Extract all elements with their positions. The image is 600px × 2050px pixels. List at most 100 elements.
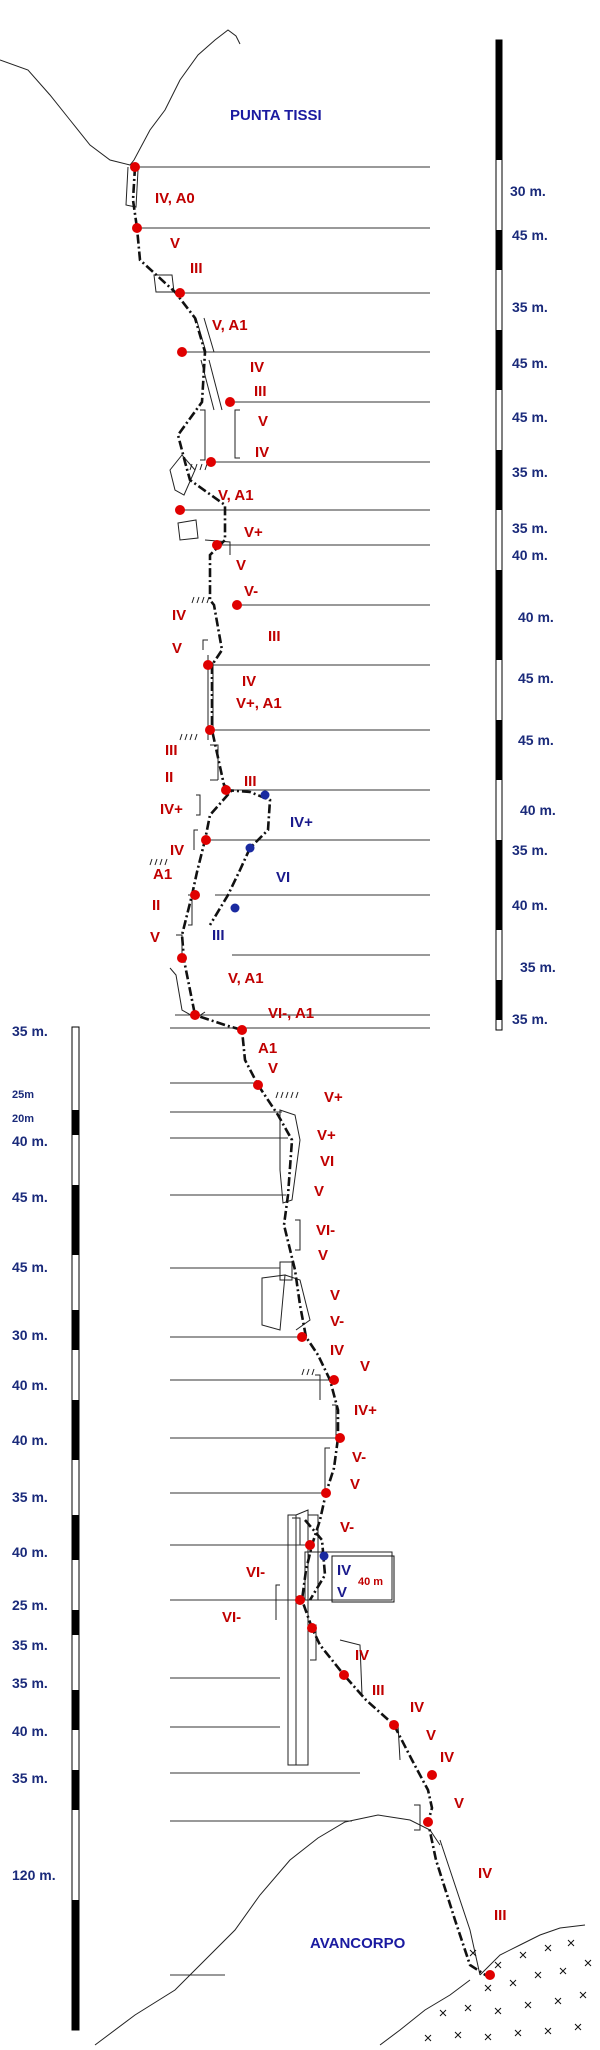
svg-text:IV+: IV+ <box>290 814 313 831</box>
svg-text:45 m.: 45 m. <box>518 670 554 686</box>
svg-text:V: V <box>318 1247 328 1264</box>
svg-text:III: III <box>244 773 257 790</box>
svg-text:35 m.: 35 m. <box>512 520 548 536</box>
svg-text:35 m.: 35 m. <box>12 1023 48 1039</box>
svg-text:V, A1: V, A1 <box>212 317 248 334</box>
svg-text:VI-, A1: VI-, A1 <box>268 1005 314 1022</box>
svg-text:35 m.: 35 m. <box>512 464 548 480</box>
svg-text:V-: V- <box>352 1449 366 1466</box>
svg-text:30 m.: 30 m. <box>510 183 546 199</box>
svg-text:40 m.: 40 m. <box>12 1544 48 1560</box>
svg-text:III: III <box>372 1682 385 1699</box>
svg-text:V+, A1: V+, A1 <box>236 695 282 712</box>
svg-text:120 m.: 120 m. <box>12 1867 56 1883</box>
svg-text:III: III <box>212 927 225 944</box>
svg-text:IV: IV <box>337 1562 351 1579</box>
svg-text:V, A1: V, A1 <box>228 970 264 987</box>
svg-text:VI: VI <box>320 1153 334 1170</box>
peak-name-top: PUNTA TISSI <box>230 107 322 124</box>
svg-text:35 m.: 35 m. <box>512 1011 548 1027</box>
main-route-line <box>131 166 491 1980</box>
rock-features-lower <box>261 1109 481 1976</box>
variant-box-length: 40 m <box>358 1576 383 1588</box>
overhang-symbols <box>149 463 315 1376</box>
svg-text:IV, A0: IV, A0 <box>155 190 195 207</box>
svg-text:V: V <box>454 1795 464 1812</box>
grades-upper: IV, A0 V III V, A1 IV III V IV V, A1 V+ … <box>150 190 314 1022</box>
svg-text:45 m.: 45 m. <box>12 1189 48 1205</box>
svg-text:40 m.: 40 m. <box>512 547 548 563</box>
scree-field <box>424 1939 592 2042</box>
svg-text:V: V <box>236 557 246 574</box>
svg-text:35 m.: 35 m. <box>520 959 556 975</box>
variant-route-upper <box>208 788 272 926</box>
svg-text:45 m.: 45 m. <box>12 1259 48 1275</box>
svg-text:IV: IV <box>440 1749 454 1766</box>
svg-text:35 m.: 35 m. <box>12 1637 48 1653</box>
svg-text:45 m.: 45 m. <box>512 227 548 243</box>
grades-lower: A1 V V+ V+ VI V VI- V V V- IV V IV+ V- V… <box>222 1040 507 1924</box>
svg-text:V: V <box>337 1584 347 1601</box>
svg-text:35 m.: 35 m. <box>512 842 548 858</box>
pitch-lines <box>132 166 430 1976</box>
svg-text:25m: 25m <box>12 1089 34 1101</box>
svg-text:VI-: VI- <box>246 1564 265 1581</box>
svg-text:V: V <box>170 235 180 252</box>
svg-text:IV: IV <box>255 444 269 461</box>
svg-text:40 m.: 40 m. <box>12 1133 48 1149</box>
svg-text:III: III <box>254 383 267 400</box>
svg-text:V: V <box>330 1287 340 1304</box>
svg-text:35 m.: 35 m. <box>12 1489 48 1505</box>
svg-text:30 m.: 30 m. <box>12 1327 48 1343</box>
svg-text:VI-: VI- <box>316 1222 335 1239</box>
avancorpo-outline <box>94 1814 586 2046</box>
svg-text:V-: V- <box>340 1519 354 1536</box>
svg-text:V: V <box>314 1183 324 1200</box>
svg-text:IV: IV <box>172 607 186 624</box>
svg-text:IV: IV <box>330 1342 344 1359</box>
svg-text:45 m.: 45 m. <box>512 409 548 425</box>
svg-text:II: II <box>165 769 173 786</box>
svg-text:40 m.: 40 m. <box>512 897 548 913</box>
belay-stations <box>130 162 495 1980</box>
svg-text:V: V <box>350 1476 360 1493</box>
svg-text:IV: IV <box>242 673 256 690</box>
svg-text:40 m.: 40 m. <box>12 1432 48 1448</box>
svg-text:V: V <box>360 1358 370 1375</box>
svg-text:IV: IV <box>410 1699 424 1716</box>
svg-text:45 m.: 45 m. <box>518 732 554 748</box>
svg-text:V: V <box>426 1727 436 1744</box>
svg-text:V+: V+ <box>244 524 263 541</box>
svg-text:45 m.: 45 m. <box>512 355 548 371</box>
summit-ridge-outline <box>0 29 241 166</box>
length-ruler-upper <box>495 39 503 1031</box>
svg-text:V+: V+ <box>324 1089 343 1106</box>
svg-text:40 m.: 40 m. <box>518 609 554 625</box>
svg-text:35 m.: 35 m. <box>512 299 548 315</box>
length-ruler-lower <box>71 1026 80 2031</box>
svg-text:V, A1: V, A1 <box>218 487 254 504</box>
svg-text:A1: A1 <box>258 1040 277 1057</box>
lengths-lower: 35 m. 25m 20m 40 m. 45 m. 45 m. 30 m. 40… <box>12 1023 56 1883</box>
svg-text:IV: IV <box>170 842 184 859</box>
svg-text:35 m.: 35 m. <box>12 1770 48 1786</box>
svg-text:25 m.: 25 m. <box>12 1597 48 1613</box>
svg-text:V-: V- <box>244 583 258 600</box>
svg-text:IV+: IV+ <box>160 801 183 818</box>
svg-text:40 m.: 40 m. <box>12 1377 48 1393</box>
svg-text:III: III <box>190 260 203 277</box>
svg-text:V: V <box>268 1060 278 1077</box>
peak-name-bottom: AVANCORPO <box>310 1935 406 1952</box>
svg-text:II: II <box>152 897 160 914</box>
svg-text:V: V <box>172 640 182 657</box>
svg-text:V+: V+ <box>317 1127 336 1144</box>
svg-text:IV+: IV+ <box>354 1402 377 1419</box>
lengths-upper: 30 m. 45 m. 35 m. 45 m. 45 m. 35 m. 35 m… <box>510 183 556 1027</box>
svg-text:VI: VI <box>276 869 290 886</box>
variant-route-lower <box>304 1519 327 1601</box>
svg-text:IV: IV <box>355 1647 369 1664</box>
svg-text:V: V <box>150 929 160 946</box>
svg-text:VI-: VI- <box>222 1609 241 1626</box>
svg-text:IV: IV <box>250 359 264 376</box>
